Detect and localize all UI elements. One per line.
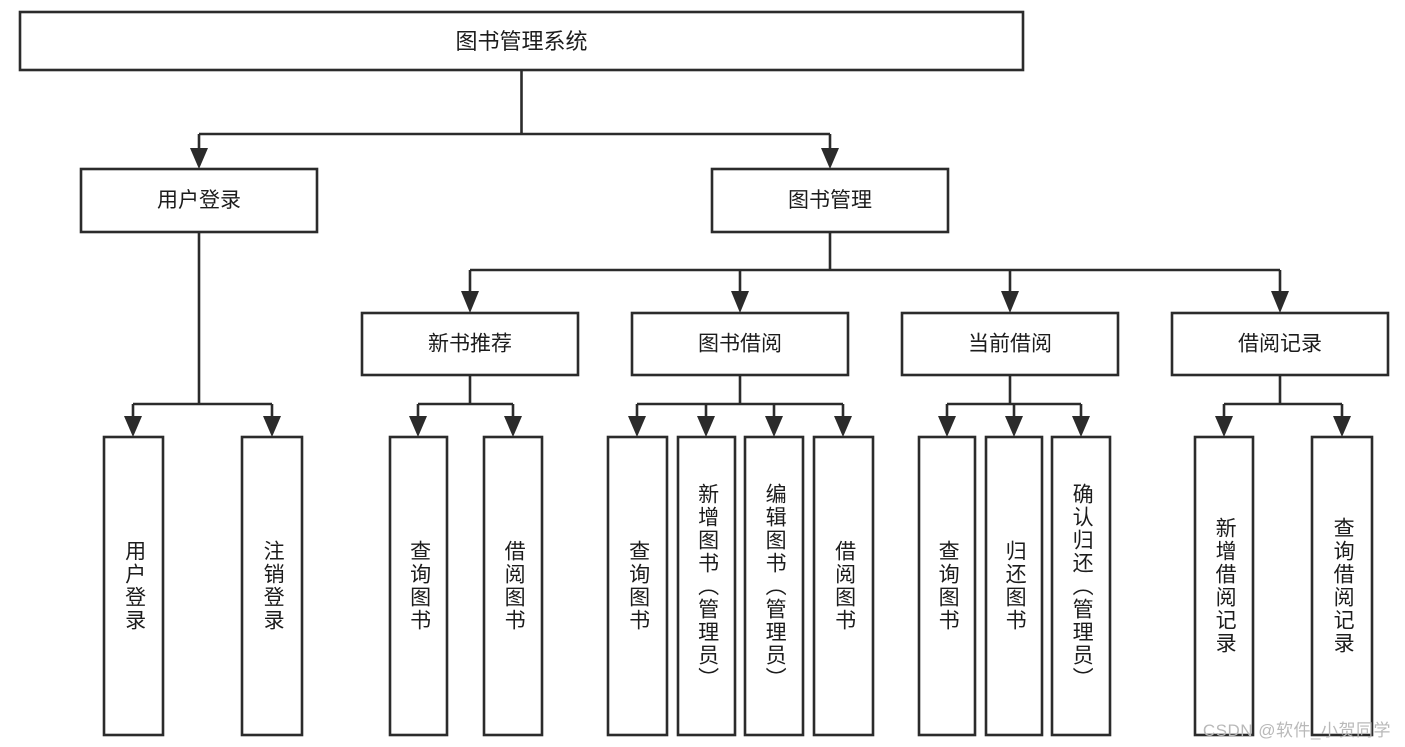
arrowhead-leaf-query-book-2	[628, 416, 646, 437]
arrowhead-leaf-edit-book	[765, 416, 783, 437]
node-current-borrow-box[interactable]	[900, 311, 1120, 377]
node-borrow-record[interactable]: 借阅记录	[1170, 311, 1390, 377]
arrowhead-user-login	[190, 148, 208, 169]
watermark-text: CSDN @软件_小贺同学	[1202, 721, 1391, 740]
node-book-management-box[interactable]	[710, 167, 950, 234]
arrowhead-current-borrow	[1001, 291, 1019, 313]
node-current-borrow-label: 当前借阅	[968, 333, 1052, 356]
node-leaf-add-record-box[interactable]	[1193, 435, 1255, 737]
node-root[interactable]: 图书管理系统	[18, 10, 1025, 72]
arrowhead-new-book-recommend	[461, 291, 479, 313]
arrowhead-leaf-query-record	[1333, 416, 1351, 437]
node-leaf-user-login-box[interactable]	[102, 435, 165, 737]
arrowhead-leaf-add-book	[697, 416, 715, 437]
node-leaf-query-book-2-box[interactable]	[606, 435, 669, 737]
arrowhead-book-management	[821, 148, 839, 169]
node-leaf-edit-book-box[interactable]	[743, 435, 805, 737]
node-new-book-recommend-box[interactable]	[360, 311, 580, 377]
arrowhead-leaf-user-login	[124, 416, 142, 437]
node-root-box[interactable]	[18, 10, 1025, 72]
node-current-borrow[interactable]: 当前借阅	[900, 311, 1120, 377]
node-user-login[interactable]: 用户登录	[79, 167, 319, 234]
arrowhead-book-borrow	[731, 291, 749, 313]
node-leaf-user-logout-box[interactable]	[240, 435, 304, 737]
node-book-borrow-box[interactable]	[630, 311, 850, 377]
arrowhead-leaf-confirm-return	[1072, 416, 1090, 437]
node-leaf-query-record-box[interactable]	[1310, 435, 1374, 737]
node-leaf-query-book-1-box[interactable]	[388, 435, 449, 737]
arrowhead-leaf-query-book-1	[409, 416, 427, 437]
node-leaf-return-book-box[interactable]	[984, 435, 1044, 737]
node-leaf-query-book-3-box[interactable]	[917, 435, 977, 737]
node-user-login-label: 用户登录	[157, 189, 241, 212]
node-book-management-label: 图书管理	[788, 189, 872, 212]
node-leaf-add-book-box[interactable]	[676, 435, 737, 737]
arrowhead-leaf-borrow-book-1	[504, 416, 522, 437]
node-leaf-confirm-return-box[interactable]	[1050, 435, 1112, 737]
node-leaf-borrow-book-2-box[interactable]	[812, 435, 875, 737]
arrowhead-leaf-query-book-3	[938, 416, 956, 437]
node-root-label: 图书管理系统	[455, 29, 587, 54]
node-book-borrow[interactable]: 图书借阅	[630, 311, 850, 377]
arrowhead-borrow-record	[1271, 291, 1289, 313]
node-new-book-recommend-label: 新书推荐	[428, 333, 512, 356]
arrowhead-leaf-borrow-book-2	[834, 416, 852, 437]
node-new-book-recommend[interactable]: 新书推荐	[360, 311, 580, 377]
node-borrow-record-box[interactable]	[1170, 311, 1390, 377]
node-book-management[interactable]: 图书管理	[710, 167, 950, 234]
arrowhead-leaf-add-record	[1215, 416, 1233, 437]
arrowhead-leaf-user-logout	[263, 416, 281, 437]
node-borrow-record-label: 借阅记录	[1238, 333, 1322, 356]
arrowhead-leaf-return-book	[1005, 416, 1023, 437]
node-book-borrow-label: 图书借阅	[698, 333, 782, 356]
node-leaf-borrow-book-1-box[interactable]	[482, 435, 544, 737]
